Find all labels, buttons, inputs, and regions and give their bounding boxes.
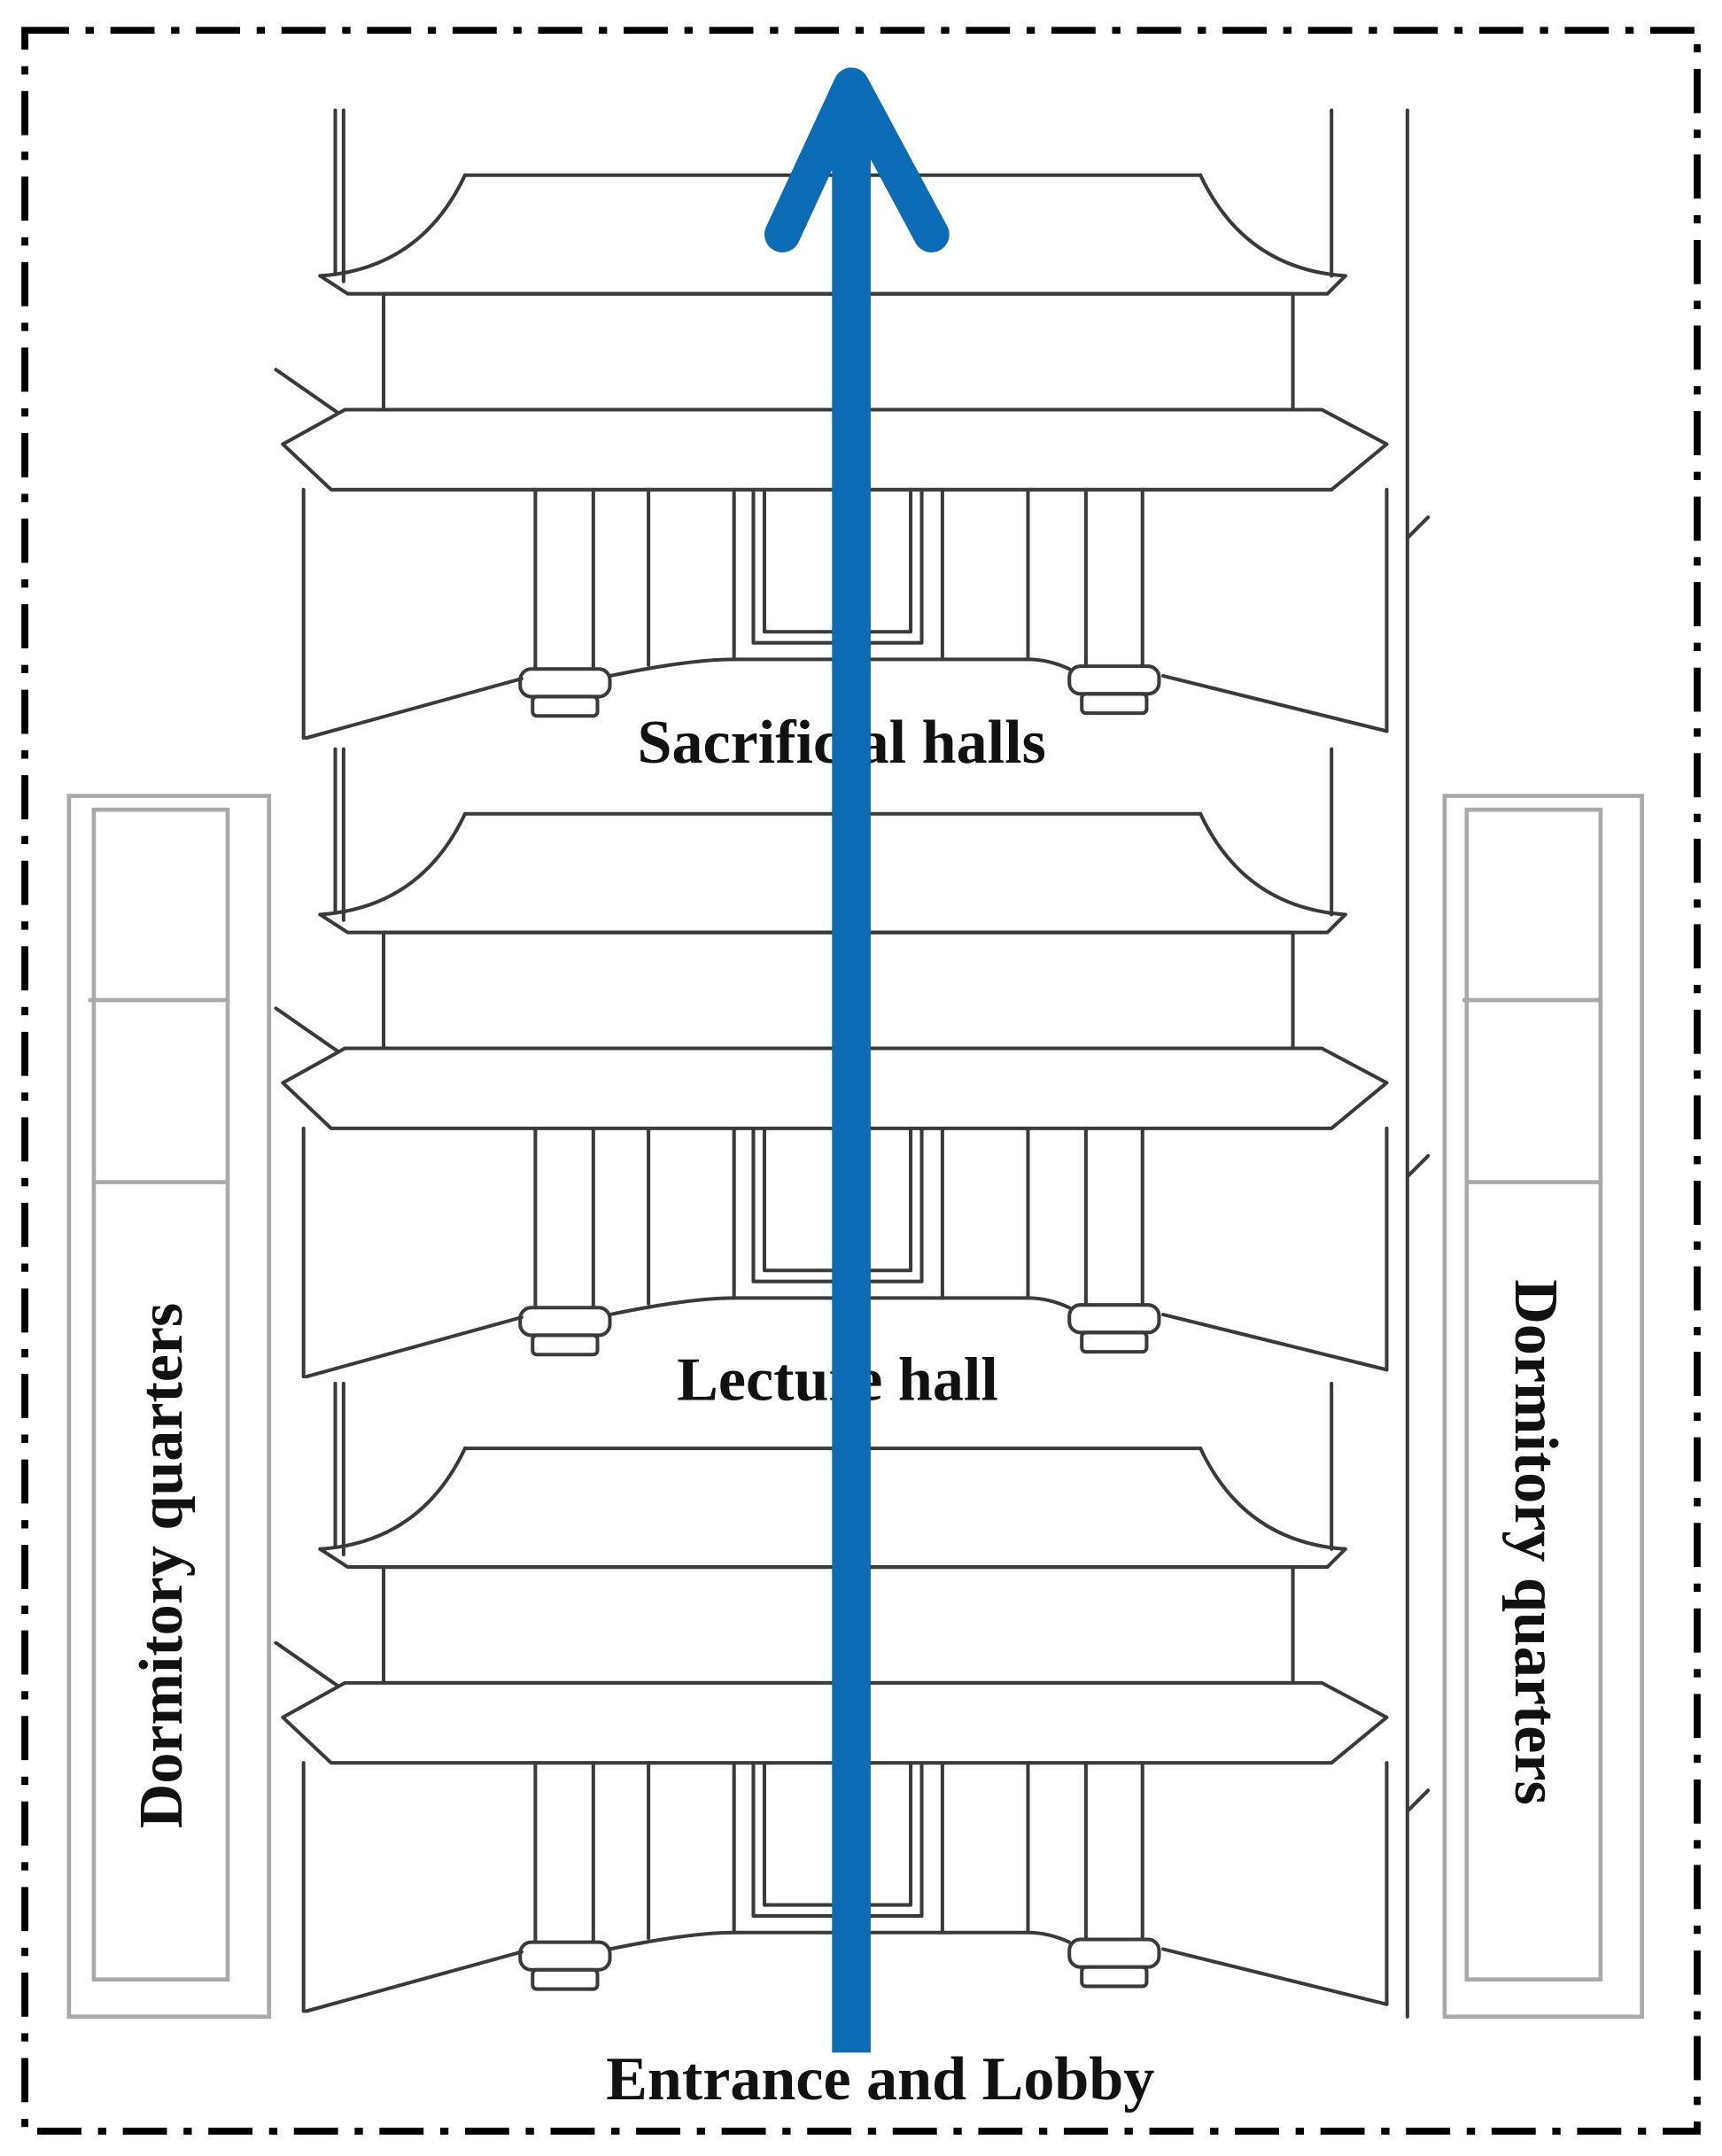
pavilion-lecture-hall (276, 749, 1387, 1377)
label-entrance-lobby: Entrance and Lobby (606, 2045, 1154, 2113)
label-dormitory-left: Dormitory quarters (128, 1303, 196, 1828)
pavilion-entrance-lobby (276, 1384, 1387, 2012)
pavilion-sacrificial-halls (276, 111, 1387, 739)
label-dormitory-right: Dormitory quarters (1501, 1279, 1570, 1804)
right-corridor-line (1408, 111, 1428, 2017)
